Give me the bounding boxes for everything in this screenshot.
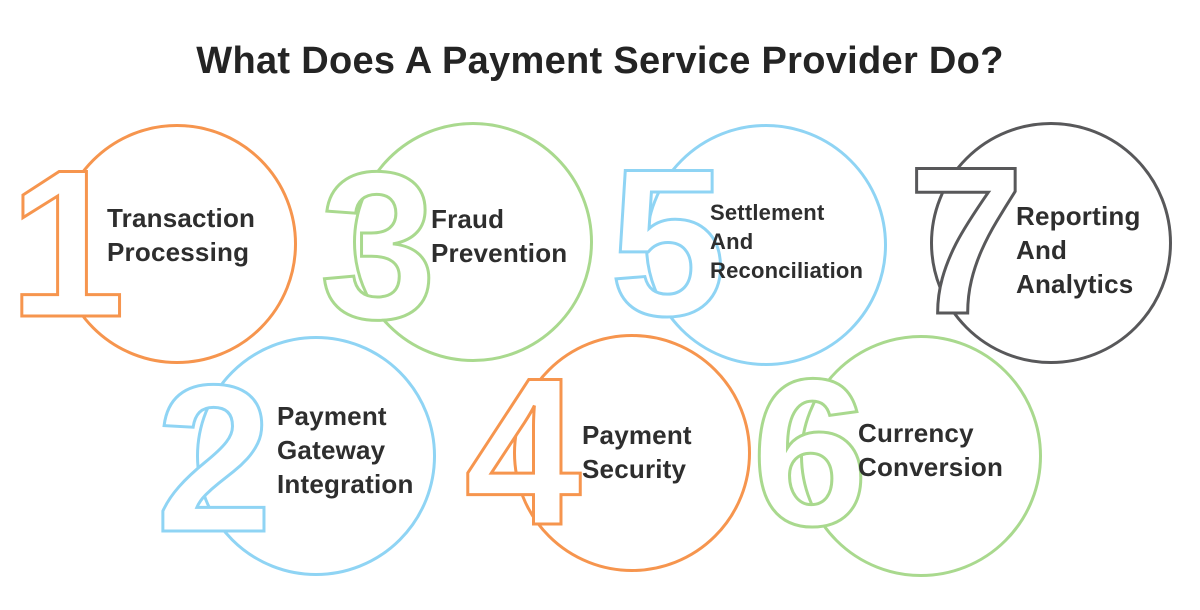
item-5-circle bbox=[645, 124, 887, 366]
item-5-number-outline-digit: 5 bbox=[608, 124, 728, 362]
item-1-number-text: 1 bbox=[9, 126, 126, 361]
item-2-number-text: 2 bbox=[156, 341, 273, 576]
item-1-label: Transaction Processing bbox=[107, 203, 256, 267]
item-3-circle bbox=[353, 122, 593, 362]
item-2-label: Payment Gateway Integration bbox=[277, 401, 414, 499]
item-6-circle bbox=[800, 335, 1042, 577]
item-3-number-outline-digit: 3 bbox=[318, 127, 438, 365]
item-4-circle bbox=[513, 334, 751, 572]
item-4-number-outline-digit: 4 bbox=[463, 333, 583, 571]
item-3-number-text: 3 bbox=[320, 128, 437, 363]
item-4-number-text: 4 bbox=[465, 334, 582, 569]
item-5-label: Settlement And Reconciliation bbox=[710, 200, 864, 283]
page-title: What Does A Payment Service Provider Do? bbox=[196, 40, 1004, 82]
item-6-label: Currency Conversion bbox=[858, 418, 1004, 482]
item-7-number-outline-digit: 7 bbox=[906, 122, 1026, 360]
item-3-label: Fraud Prevention bbox=[431, 204, 568, 268]
item-7-label: Reporting And Analytics bbox=[1016, 201, 1141, 299]
item-2-number-outline-digit: 2 bbox=[154, 340, 274, 578]
item-2-circle bbox=[196, 336, 436, 576]
item-1-circle bbox=[57, 124, 297, 364]
item-5-number-text: 5 bbox=[610, 125, 727, 360]
item-6-number-text: 6 bbox=[752, 335, 869, 570]
item-6-number-outline-digit: 6 bbox=[750, 334, 870, 572]
item-1-number-outline-digit: 1 bbox=[7, 125, 127, 363]
item-4-label: Payment Security bbox=[582, 420, 692, 484]
item-7-circle bbox=[930, 122, 1172, 364]
item-7-number-text: 7 bbox=[908, 123, 1025, 358]
